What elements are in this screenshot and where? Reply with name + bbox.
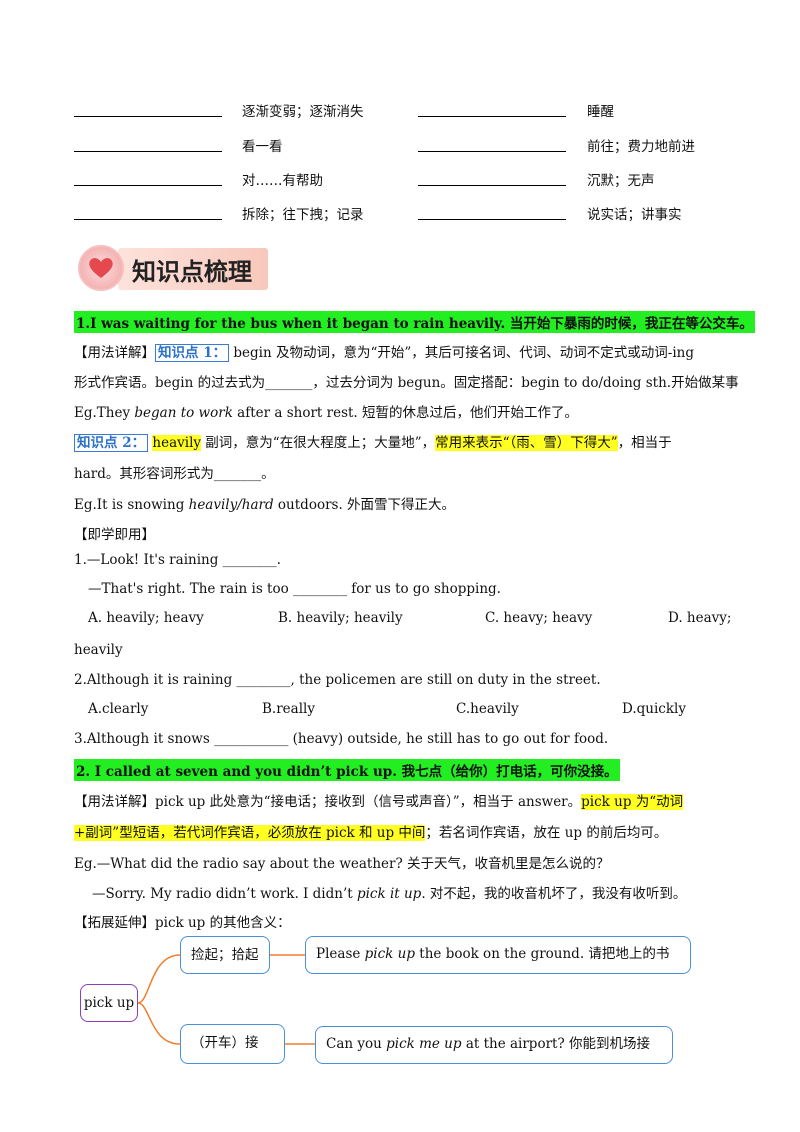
option-b[interactable]: B.really (262, 701, 315, 717)
kp2-text-2: hard。其形容词形式为_______。 (74, 466, 275, 482)
question-1: 1.—Look! It's raining ________. (74, 552, 281, 568)
example-1: Eg.They began to work after a short rest… (74, 401, 578, 421)
option-d[interactable]: D.quickly (622, 701, 686, 717)
usage-highlight: +副词”型短语，若代词作宾语，必须放在 pick 和 up 中间 (74, 825, 426, 841)
kp2-text: ，相当于 (617, 435, 672, 451)
example-text: the book on the ground. 请把地上的书捡 (419, 946, 670, 962)
option-a[interactable]: A. heavily; heavy (88, 610, 204, 626)
option-d-wrap: heavily (74, 642, 123, 658)
extend-label: 【拓展延伸】pick up 的其他含义： (74, 915, 291, 931)
question-1b: —That's right. The rain is too ________ … (88, 581, 501, 597)
mindmap-branch-1: 捡起；拾起 (180, 936, 270, 974)
example-phrase: began to work (134, 405, 233, 421)
usage-2-line-2: +副词”型短语，若代词作宾语，必须放在 pick 和 up 中间；若名词作宾语，… (74, 821, 667, 841)
example-text: Eg.It is snowing (74, 497, 189, 513)
example-phrase: pick it up (356, 886, 422, 902)
kp1-text-2: 形式作宾语。begin 的过去式为_______，过去分词为 begun。固定搭… (74, 375, 739, 391)
blank-line[interactable] (74, 219, 222, 220)
example-text: Eg.They (74, 405, 135, 421)
kp1-tag: 知识点 1： (155, 344, 230, 362)
option-c[interactable]: C. heavy; heavy (485, 610, 593, 626)
option-b[interactable]: B. heavily; heavily (278, 610, 403, 626)
option-a[interactable]: A.clearly (88, 701, 149, 717)
option-d[interactable]: D. heavy; (668, 610, 732, 626)
example-phrase: heavily/hard (188, 497, 274, 513)
example-text: Please (316, 946, 365, 962)
example-4: —Sorry. My radio didn’t work. I didn’t p… (92, 882, 686, 902)
usage-label: 【用法详解】 (74, 345, 155, 361)
blank-line[interactable] (418, 151, 566, 152)
example-phrase: pick up (364, 946, 415, 962)
option-c[interactable]: C.heavily (456, 701, 519, 717)
blank-line[interactable] (74, 116, 222, 117)
vocab-meaning: 说实话；讲事实 (587, 207, 682, 223)
practice-label: 【即学即用】 (74, 527, 155, 543)
vocab-meaning: 看一看 (242, 139, 283, 155)
sentence-heading-1: 1.I was waiting for the bus when it bega… (74, 311, 755, 333)
question-2: 2.Although it is raining ________, the p… (74, 672, 601, 688)
example-text: —Sorry. My radio didn’t work. I didn’t (92, 886, 357, 902)
example-text: . 对不起，我的收音机坏了，我没有收听到。 (421, 886, 687, 902)
kp2-line: 知识点 2： heavily 副词，意为“在很大程度上；大量地”，常用来表示“（… (74, 431, 672, 452)
usage-text: ；若名词作宾语，放在 up 的前后均可。 (425, 825, 668, 841)
section-title: 知识点梳理 (132, 258, 252, 286)
vocab-meaning: 对……有帮助 (242, 173, 323, 189)
heart-icon (89, 258, 113, 278)
mindmap-center: pick up (80, 984, 138, 1022)
example-phrase: pick me up (386, 1036, 462, 1052)
usage-text: 【用法详解】pick up 此处意为“接电话；接收到（信号或声音）”，相当于 a… (74, 794, 582, 810)
kp1-text: begin 及物动词，意为“开始”，其后可接名词、代词、动词不定式或动词-ing (229, 345, 694, 361)
blank-line[interactable] (74, 151, 222, 152)
mindmap-example-1: Please pick up the book on the ground. 请… (305, 936, 691, 974)
vocab-meaning: 逐渐变弱；逐渐消失 (242, 104, 364, 120)
usage-2-line: 【用法详解】pick up 此处意为“接电话；接收到（信号或声音）”，相当于 a… (74, 790, 684, 810)
sentence-heading-2: 2. I called at seven and you didn’t pick… (74, 759, 620, 781)
vocab-meaning: 拆除；往下拽；记录 (242, 207, 364, 223)
example-text: outdoors. 外面雪下得正大。 (273, 497, 456, 513)
blank-line[interactable] (418, 185, 566, 186)
kp1-line: 【用法详解】知识点 1： begin 及物动词，意为“开始”，其后可接名词、代词… (74, 341, 694, 362)
example-2: Eg.It is snowing heavily/hard outdoors. … (74, 493, 455, 513)
kp2-text: 副词，意为“在很大程度上；大量地”， (201, 435, 436, 451)
mindmap-branch-2: （开车）接 (180, 1024, 285, 1064)
example-text: Can you (326, 1036, 387, 1052)
vocab-meaning: 沉默；无声 (587, 173, 655, 189)
vocab-meaning: 睡醒 (587, 104, 614, 120)
example-text: at the airport? 你能到机场接我 (465, 1036, 650, 1052)
example-3: Eg.—What did the radio say about the wea… (74, 856, 610, 872)
vocab-meaning: 前往；费力地前进 (587, 139, 695, 155)
blank-line[interactable] (74, 185, 222, 186)
kp2-tag: 知识点 2： (74, 434, 149, 452)
blank-line[interactable] (418, 116, 566, 117)
kp2-word: heavily (152, 435, 202, 451)
kp2-highlight: 常用来表示“（雨、雪）下得大” (435, 435, 618, 451)
example-text: after a short rest. 短暂的休息过后，他们开始工作了。 (232, 405, 579, 421)
blank-line[interactable] (418, 219, 566, 220)
mindmap-example-2: Can you pick me up at the airport? 你能到机场… (315, 1026, 673, 1064)
section-header: 知识点梳理 (76, 240, 268, 294)
usage-highlight: pick up 为“动词 (581, 794, 684, 810)
question-3: 3.Although it snows ___________ (heavy) … (74, 731, 609, 747)
